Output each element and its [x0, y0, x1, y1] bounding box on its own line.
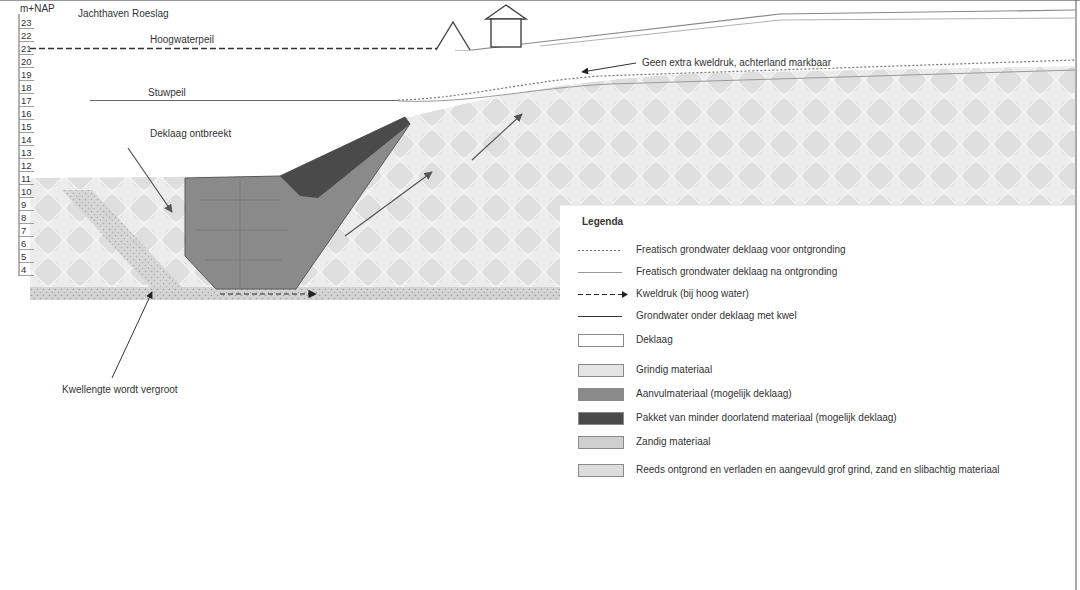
legend-text: Pakket van minder doorlatend materiaal (… — [636, 412, 897, 424]
axis-tick — [19, 119, 34, 120]
weir-level — [90, 100, 398, 101]
axis-tick — [19, 236, 34, 237]
legend-text: Freatisch grondwater deklaag na ontgrond… — [636, 266, 837, 278]
seepage-arrow — [472, 114, 522, 160]
ground-surface-line — [540, 18, 1075, 46]
pit-texture — [196, 180, 288, 288]
water-level-label: Hoogwaterpeil — [150, 34, 214, 45]
axis-number: 12 — [21, 160, 32, 171]
axis-number: 21 — [21, 43, 32, 54]
dike-symbol — [436, 22, 470, 50]
axis-tick — [19, 249, 34, 250]
axis-tick — [19, 28, 34, 29]
legend-border — [560, 205, 1075, 206]
axis-ticks — [19, 29, 34, 276]
axis-number: 10 — [21, 186, 32, 197]
frame-line — [0, 0, 1080, 1]
legend-swatch — [578, 464, 624, 477]
axis-tick — [19, 106, 34, 107]
axis-number: 14 — [21, 134, 32, 145]
axis-number: 4 — [21, 264, 26, 275]
legend-arrowhead — [622, 291, 628, 298]
place-name: Jachthaven Roeslag — [78, 8, 169, 19]
frame-line — [1076, 0, 1077, 590]
cover-layer — [405, 10, 1075, 118]
legend-swatch — [578, 364, 624, 377]
axis-tick — [19, 145, 34, 146]
legend-text: Aanvulmateriaal (mogelijk deklaag) — [636, 388, 792, 400]
water-level-label: Stuwpeil — [148, 87, 186, 98]
low-permeability-package — [280, 117, 410, 198]
axis-number: 19 — [21, 69, 32, 80]
axis-tick — [19, 158, 34, 159]
axis-tick — [19, 93, 34, 94]
axis-tick — [19, 223, 34, 224]
legend-line-sample — [578, 294, 622, 295]
leader-line — [582, 63, 636, 72]
legend-text: Grindig materiaal — [636, 364, 712, 376]
axis-tick — [19, 184, 34, 185]
axis-tick — [19, 171, 34, 172]
axis-number: 9 — [21, 199, 26, 210]
axis-tick — [19, 275, 34, 276]
house-roof — [486, 5, 526, 19]
note-label: Kwellengte wordt vergroot — [62, 384, 178, 395]
axis-number: 13 — [21, 147, 32, 158]
axis-number: 23 — [21, 17, 32, 28]
axis-number: 20 — [21, 56, 32, 67]
axis-number: 11 — [21, 173, 31, 184]
phreatic-after — [398, 70, 1075, 101]
legend-swatch — [578, 388, 624, 401]
axis-number: 7 — [21, 225, 26, 236]
legend-text: Grondwater onder deklaag met kwel — [636, 310, 797, 322]
axis-tick — [19, 262, 34, 263]
seepage-arrow — [128, 148, 172, 212]
legend-title: Legenda — [582, 216, 623, 227]
axis-number: 17 — [21, 95, 32, 106]
legend-line-sample — [578, 272, 622, 273]
note-label: Deklaag ontbreekt — [150, 128, 231, 139]
axis-tick — [19, 80, 34, 81]
legend-line-sample — [578, 316, 622, 317]
axis-tick — [19, 132, 34, 133]
axis-number: 18 — [21, 82, 32, 93]
legend-text: Deklaag — [636, 334, 673, 346]
seepage-arrow — [345, 172, 432, 236]
axis-tick — [19, 67, 34, 68]
axis-number: 16 — [21, 108, 32, 119]
axis-tick — [19, 41, 34, 42]
axis-number: 5 — [21, 251, 26, 262]
legend-text: Zandig materiaal — [636, 436, 710, 448]
legend-text: Reeds ontgrond en verladen en aangevuld … — [636, 464, 1000, 476]
legend-swatch — [578, 436, 624, 449]
legend-line-sample — [578, 250, 622, 251]
axis-tick — [19, 197, 34, 198]
axis-number: 6 — [21, 238, 26, 249]
high-water-level — [30, 48, 455, 50]
sand-strip — [62, 190, 182, 287]
backfill-pit — [185, 117, 410, 289]
note-label: Geen extra kweldruk, achterland markbaar — [640, 57, 833, 68]
gravel-layer — [30, 66, 1075, 300]
axis-tick — [19, 210, 34, 211]
legend-swatch — [578, 412, 624, 425]
legend-text: Freatisch grondwater deklaag voor ontgro… — [636, 244, 846, 256]
house-symbol — [491, 19, 521, 47]
axis-unit: m+NAP — [20, 3, 55, 14]
legend-swatch — [578, 334, 624, 347]
leader-line — [112, 292, 152, 378]
seepage-pressure-arrow — [220, 293, 316, 294]
axis-number: 15 — [21, 121, 32, 132]
axis-tick — [19, 54, 34, 55]
ground-surface — [455, 10, 1075, 50]
axis-number: 22 — [21, 30, 32, 41]
legend-text: Kweldruk (bij hoog water) — [636, 288, 749, 300]
axis-number: 8 — [21, 212, 26, 223]
